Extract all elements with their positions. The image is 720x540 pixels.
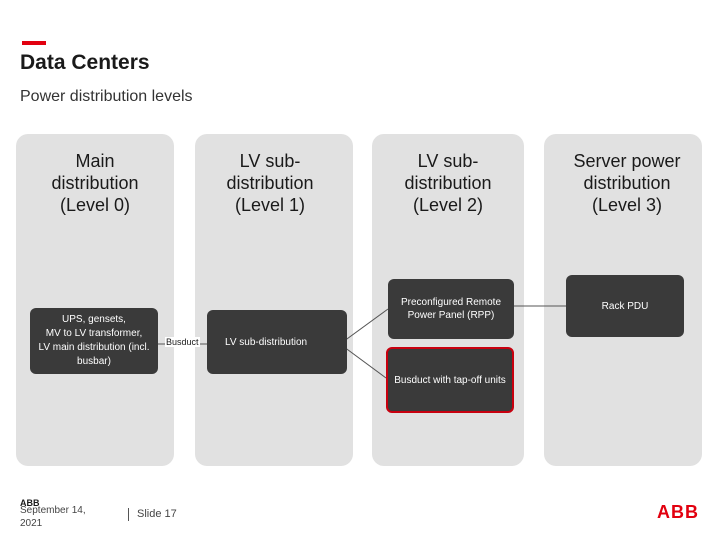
footer-separator <box>128 508 129 521</box>
footer-date: September 14, 2021 <box>20 505 86 529</box>
ups-main-distribution-box: UPS, gensets, MV to LV transformer, LV m… <box>30 308 158 374</box>
busduct-connector-label: Busduct <box>165 337 200 347</box>
column-heading-level-2: LV sub- distribution (Level 2) <box>404 151 492 215</box>
column-level-1 <box>195 134 353 466</box>
rpp-box: Preconfigured Remote Power Panel (RPP) <box>388 279 514 339</box>
column-heading-level-1: LV sub- distribution (Level 1) <box>226 151 314 215</box>
busduct-tap-off-box: Busduct with tap-off units <box>386 347 514 413</box>
column-heading-level-0: Main distribution (Level 0) <box>51 151 139 215</box>
ups-line-3: LV main distribution (incl. busbar) <box>38 342 150 367</box>
column-level-0 <box>16 134 174 466</box>
rpp-label: Preconfigured Remote Power Panel (RPP) <box>400 297 502 321</box>
rack-pdu-label: Rack PDU <box>601 300 649 312</box>
footer-abb-logo-small: ABB <box>20 498 40 508</box>
column-heading-level-3: Server power distribution (Level 3) <box>573 151 681 215</box>
busduct-tap-off-label: Busduct with tap-off units <box>394 374 506 386</box>
connector-lvsub-to-busduct <box>339 343 387 379</box>
page-title: Data Centers <box>20 51 150 74</box>
abb-logo: ABB <box>657 502 699 522</box>
lv-sub-distribution-box: LV sub-distribution <box>207 310 347 374</box>
rack-pdu-box: Rack PDU <box>566 275 684 337</box>
ups-line-2: MV to LV transformer, <box>45 328 143 339</box>
lv-sub-distribution-label: LV sub-distribution <box>225 336 308 348</box>
page-subtitle: Power distribution levels <box>20 88 193 105</box>
accent-bar <box>22 41 46 45</box>
footer-slide-number: Slide 17 <box>137 508 177 520</box>
ups-line-1: UPS, gensets, <box>62 314 126 325</box>
